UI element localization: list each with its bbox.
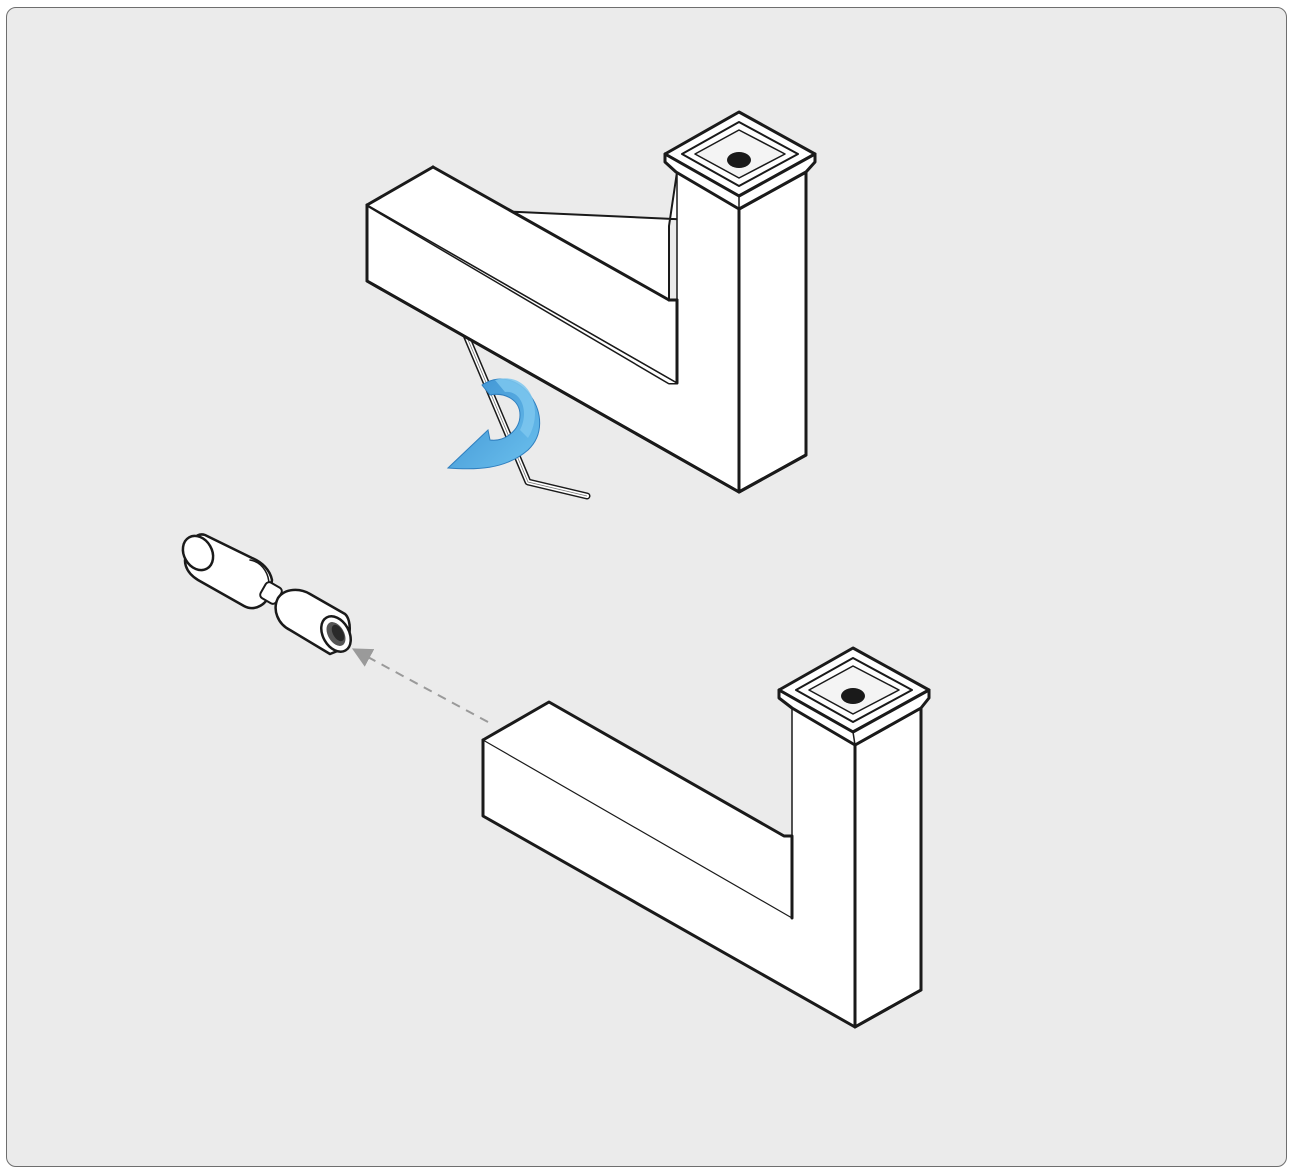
l-bracket-upper [365,110,817,500]
socket-cap-lower [777,646,931,747]
l-bracket-lower [481,646,931,1029]
connector-pin [181,533,352,656]
socket-cap-upper [663,110,817,211]
rotation-arrow [446,378,541,470]
removal-arrow [351,648,489,723]
